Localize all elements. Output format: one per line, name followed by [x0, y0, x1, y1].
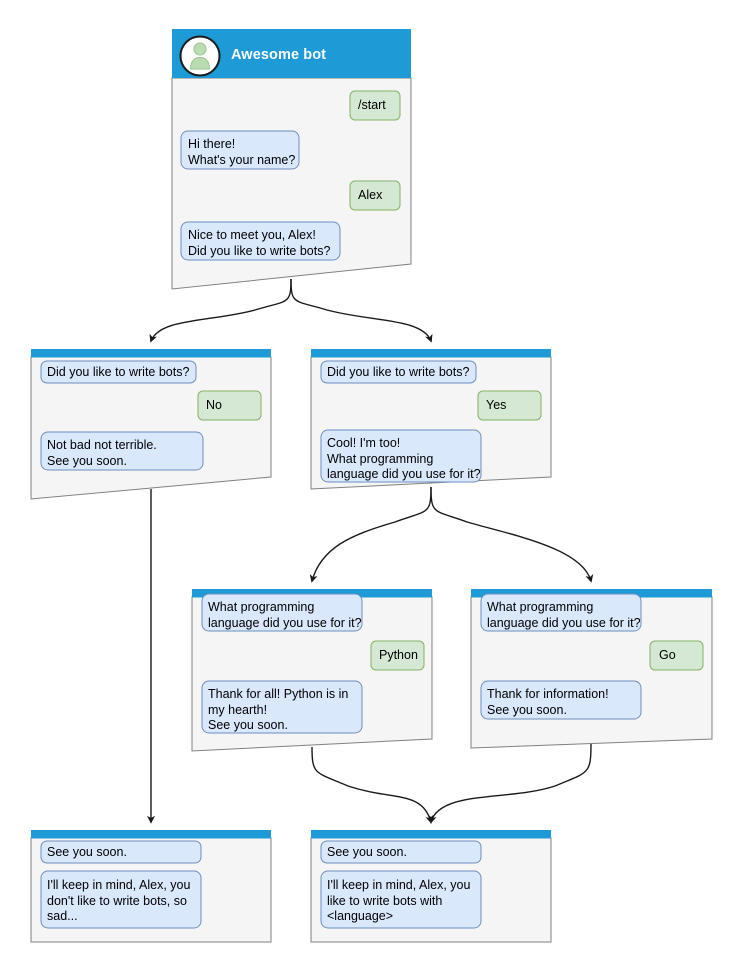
connector-go-to-end-happy: [428, 743, 592, 824]
connector-yes-to-python: [309, 486, 432, 583]
node-go-branch-header: [471, 589, 712, 598]
bubble-text-keep-in-mind-happy: I'll keep in mind, Alex, you like to wri…: [327, 878, 471, 923]
bubble-text-hi-there: Hi there! What's your name?: [188, 137, 296, 167]
bubble-text-python: Python: [379, 648, 418, 662]
message-bubble-user: [649, 640, 704, 671]
message-bubble-bot: [320, 840, 482, 864]
node-end-happy-header: [311, 830, 551, 839]
bubble-text-alex: Alex: [358, 188, 383, 202]
node-no-branch[interactable]: [30, 349, 272, 500]
message-bubble-bot: [40, 870, 202, 929]
bubble-text-see-you-soon-2: See you soon.: [327, 845, 407, 859]
bubble-text-nice-to-meet: Nice to meet you, Alex! Did you like to …: [188, 228, 331, 258]
node-root-header-title: Awesome bot: [231, 47, 327, 63]
bubble-text-did-you-like-1: Did you like to write bots?: [47, 365, 190, 379]
node-end-sad[interactable]: [30, 830, 272, 943]
message-bubble-user: [197, 390, 262, 421]
message-bubble-bot: [201, 593, 363, 632]
message-bubble-bot: [180, 221, 341, 261]
connector-python-to-end-happy: [311, 746, 434, 824]
node-yes-branch-header: [311, 349, 551, 358]
message-bubble-bot: [480, 593, 642, 632]
connector-yes-to-go: [430, 486, 594, 583]
bubble-text-not-bad: Not bad not terrible. See you soon.: [47, 438, 157, 468]
connector-root-to-no: [149, 278, 292, 343]
bubble-text-cool-im-too: Cool! I'm too! What programming language…: [327, 436, 481, 481]
bubble-text-start: /start: [358, 98, 386, 112]
person-avatar-icon: [179, 35, 221, 77]
node-go-branch[interactable]: [470, 589, 713, 749]
message-bubble-bot: [40, 431, 204, 471]
message-bubble-bot: [480, 680, 642, 720]
message-bubble-user: [370, 640, 425, 671]
message-bubble-bot: [320, 429, 482, 483]
node-yes-branch[interactable]: [310, 349, 552, 490]
message-bubble-user: [349, 90, 401, 121]
connector-root-to-yes: [290, 278, 433, 343]
message-bubble-bot: [320, 870, 482, 929]
node-python-branch-header: [192, 589, 432, 598]
message-bubble-bot: [40, 360, 197, 384]
bubble-text-yes: Yes: [486, 398, 507, 412]
message-bubble-bot: [320, 360, 477, 384]
bubble-text-did-you-like-2: Did you like to write bots?: [327, 365, 470, 379]
node-end-sad-header: [31, 830, 271, 839]
message-bubble-bot: [40, 840, 202, 864]
bubble-text-what-lang-2: What programming language did you use fo…: [487, 600, 641, 630]
bubble-text-keep-in-mind-sad: I'll keep in mind, Alex, you don't like …: [47, 878, 191, 923]
node-python-branch[interactable]: [191, 589, 433, 752]
bubble-text-what-lang-1: What programming language did you use fo…: [208, 600, 362, 630]
bubble-text-go: Go: [659, 648, 676, 662]
node-root[interactable]: [171, 29, 412, 290]
bubble-text-thank-all: Thank for all! Python is in my hearth! S…: [208, 687, 349, 732]
node-no-branch-header: [31, 349, 271, 358]
message-bubble-bot: [201, 680, 363, 734]
message-bubble-bot: [180, 130, 300, 170]
bubble-text-thank-info: Thank for information! See you soon.: [487, 687, 609, 717]
bubble-text-see-you-soon-1: See you soon.: [47, 845, 127, 859]
node-end-happy[interactable]: [310, 830, 552, 943]
message-bubble-user: [349, 180, 401, 211]
bubble-text-no: No: [206, 398, 222, 412]
message-bubble-user: [477, 390, 542, 421]
